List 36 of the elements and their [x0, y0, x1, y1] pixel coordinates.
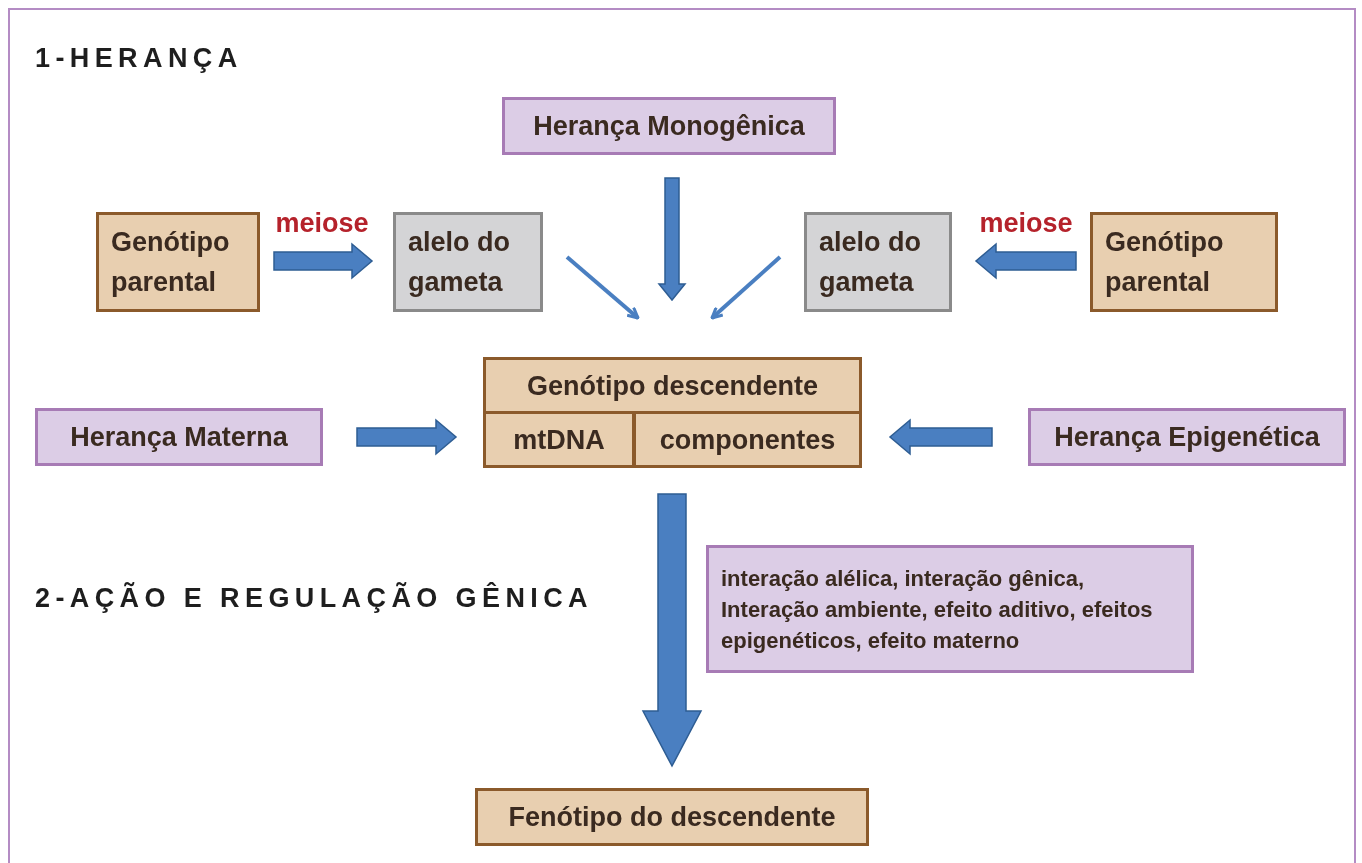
arrow [710, 255, 782, 320]
allele-box [393, 212, 543, 312]
concept-box [35, 408, 323, 466]
genotype-box [483, 357, 862, 468]
box-text: mtDNA [513, 423, 605, 457]
section-heading: 1-HERANÇA [35, 42, 243, 75]
genotype-box [483, 411, 635, 468]
block-arrow [641, 493, 703, 768]
genotype-box [475, 788, 869, 846]
arrow [565, 255, 640, 320]
block-arrow [974, 242, 1077, 280]
box-text: Fenótipo do descendente [508, 801, 836, 834]
section-heading: 2-AÇÃO E REGULAÇÃO GÊNICA [35, 581, 594, 615]
box-heading: Genótipo descendente [525, 370, 819, 403]
concept-box [706, 545, 1194, 673]
concept-box [502, 97, 836, 155]
box-text: interação alélica, interação gênica, Interação ambiente, efeito aditivo, efeitos epigenéticos, efeito materno [721, 564, 1154, 655]
box-text: Genótipo parental [1105, 226, 1225, 299]
genotype-box [1090, 212, 1278, 312]
box-text: Herança Monogênica [533, 110, 805, 143]
box-text: Herança Materna [70, 421, 288, 454]
box-text: alelo do gameta [819, 226, 922, 299]
block-arrow [273, 242, 374, 280]
genotype-box [633, 411, 862, 468]
block-arrow [356, 418, 458, 456]
box-text: Genótipo parental [111, 226, 231, 299]
edge-label: meiose [978, 207, 1074, 240]
block-arrow [657, 177, 687, 302]
box-text: alelo do gameta [408, 226, 511, 299]
block-arrow [888, 418, 993, 456]
box-text: Herança Epigenética [1054, 421, 1320, 454]
allele-box [804, 212, 952, 312]
concept-box [1028, 408, 1346, 466]
box-text: componentes [659, 423, 836, 457]
edge-label: meiose [274, 207, 370, 240]
genotype-box [96, 212, 260, 312]
